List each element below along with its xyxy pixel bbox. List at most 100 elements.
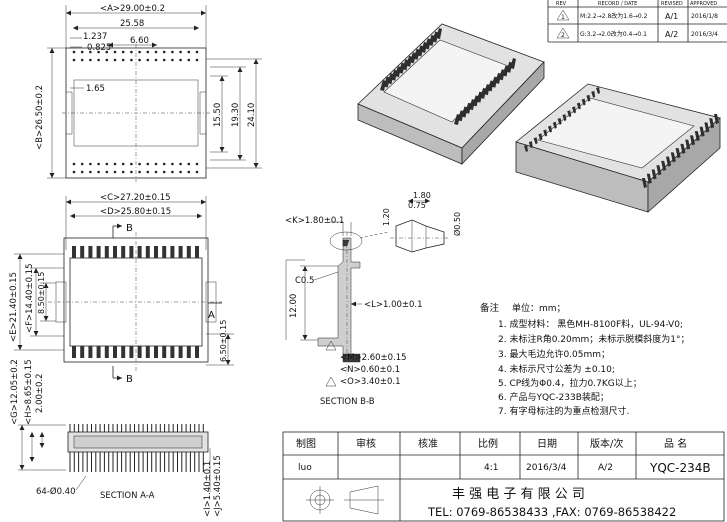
contact-pin	[80, 246, 85, 258]
pin-hole	[179, 58, 182, 62]
pin-hole	[121, 58, 125, 62]
iso-pin	[394, 66, 401, 78]
pin-hole	[121, 50, 125, 54]
pin-hole	[113, 50, 117, 54]
pin-hole	[138, 58, 141, 62]
iso-pin	[391, 69, 398, 81]
iso-pin	[690, 135, 695, 146]
contact-pin	[104, 246, 109, 258]
dim-g: <G>12.05±0.2	[10, 359, 20, 425]
contact-pin	[178, 346, 183, 358]
header-version: 版本/次	[590, 437, 623, 450]
iso-pin	[436, 28, 442, 39]
revised-header: REVISED	[661, 1, 683, 7]
header-part-name: 品 名	[664, 437, 687, 450]
note-6: 6. 产品与YQC-233B装配；	[498, 391, 609, 403]
note-2: 2. 未标注R角0.20mm；未标示脱模斜度为1°；	[498, 333, 690, 345]
header-approve: 核准	[418, 437, 438, 450]
rev-1-date: 2016/1/8	[691, 13, 718, 20]
pin-hole	[105, 170, 109, 174]
iso-pin	[656, 165, 662, 176]
iso-pin	[552, 121, 557, 129]
front-pins-bottom-row	[72, 346, 199, 358]
note-7: 7. 有字母标注的为重点检测尺寸.	[498, 405, 629, 417]
note-5: 5. CP线为Φ0.4，拉力0.7KG以上；	[498, 377, 642, 389]
title-block: 制图 审核 核准 比例 日期 版本/次 品 名 luo 4:1 2016/3/4…	[282, 431, 725, 522]
rev-header: REV	[556, 1, 567, 7]
dim-m: <M>2.60±0.15	[340, 353, 407, 363]
pin-hole	[80, 58, 84, 62]
dim-c05: C0.5	[295, 276, 314, 286]
section-b-bottom-label: B	[126, 374, 133, 385]
value-drafter: luo	[298, 463, 312, 473]
iso-pin	[661, 160, 667, 171]
pin-hole	[105, 50, 109, 54]
header-drafter: 制图	[296, 437, 316, 450]
pin-count: 64-Ø0.40	[36, 486, 76, 497]
iso-pin	[543, 129, 548, 137]
iso-pin	[586, 94, 591, 102]
iso-pin	[424, 38, 431, 50]
iso-pin	[491, 76, 498, 88]
contact-pin	[88, 246, 93, 258]
iso-pin	[709, 118, 715, 129]
dim-o: <O>3.40±0.1	[340, 377, 401, 387]
iso-pin	[406, 55, 413, 67]
value-date: 2016/3/4	[526, 463, 567, 473]
rev-2-record: G:3.2→2.0改为0.4→0.1	[580, 30, 647, 38]
pin-hole	[80, 50, 84, 54]
pin-detail	[395, 219, 445, 253]
contact-pin	[145, 346, 150, 358]
pin-hole	[171, 50, 174, 54]
pin-hole	[72, 162, 76, 166]
pin-hole	[80, 162, 84, 166]
dim-180: 1.80	[413, 191, 431, 200]
iso-pin	[680, 143, 686, 154]
pin-hole	[171, 170, 174, 174]
iso-pin	[402, 59, 409, 71]
section-a-label: A	[208, 310, 215, 321]
rev-1-revised: A/1	[665, 12, 678, 21]
projection-symbol-icon	[306, 485, 384, 515]
dim-j: <J>5.40±0.15	[213, 455, 223, 517]
iso-pin	[502, 65, 509, 77]
pin-hole	[113, 162, 117, 166]
pin-hole	[195, 170, 199, 174]
pin-hole	[105, 162, 109, 166]
iso-pin	[468, 99, 475, 111]
pin-hole	[138, 50, 141, 54]
iso-pin	[409, 52, 416, 64]
iso-pin	[576, 102, 581, 110]
contact-pin	[104, 346, 109, 358]
iso-pin	[476, 91, 483, 103]
dim-b: <B>26.50±0.2	[35, 85, 45, 150]
notes-unit: 单位：mm；	[512, 302, 566, 314]
isometric-view-1	[357, 23, 545, 165]
pin-hole	[72, 58, 76, 62]
pin-hole	[154, 162, 158, 166]
dim-n: <N>0.60±0.1	[340, 365, 400, 375]
notes-label: 备注	[480, 302, 500, 314]
section-b-profile	[317, 237, 361, 359]
pin-hole	[130, 50, 133, 54]
iso-pin	[596, 87, 600, 94]
iso-pin	[548, 125, 552, 133]
pin-hole	[162, 50, 166, 54]
contact-pin	[96, 246, 101, 258]
pin-hole	[113, 58, 117, 62]
pin-hole	[97, 170, 100, 174]
dim-h2: <H>8.65±0.15	[24, 359, 34, 425]
iso-pin	[495, 72, 502, 84]
header-date: 日期	[537, 438, 557, 450]
pin-hole	[72, 170, 76, 174]
iso-pin	[567, 110, 572, 118]
pin-hole	[171, 162, 174, 166]
pin-hole	[162, 162, 166, 166]
revision-table: REV RECORD / DATE REVISED APPROVED 1 M:2…	[547, 0, 727, 43]
rev-2-revised: A/2	[665, 30, 678, 39]
rev-2-number: 2	[561, 32, 565, 39]
approved-header: APPROVED	[690, 1, 717, 7]
note-3: 3. 最大毛边允许0.05mm；	[498, 348, 610, 360]
pin-hole	[154, 170, 158, 174]
